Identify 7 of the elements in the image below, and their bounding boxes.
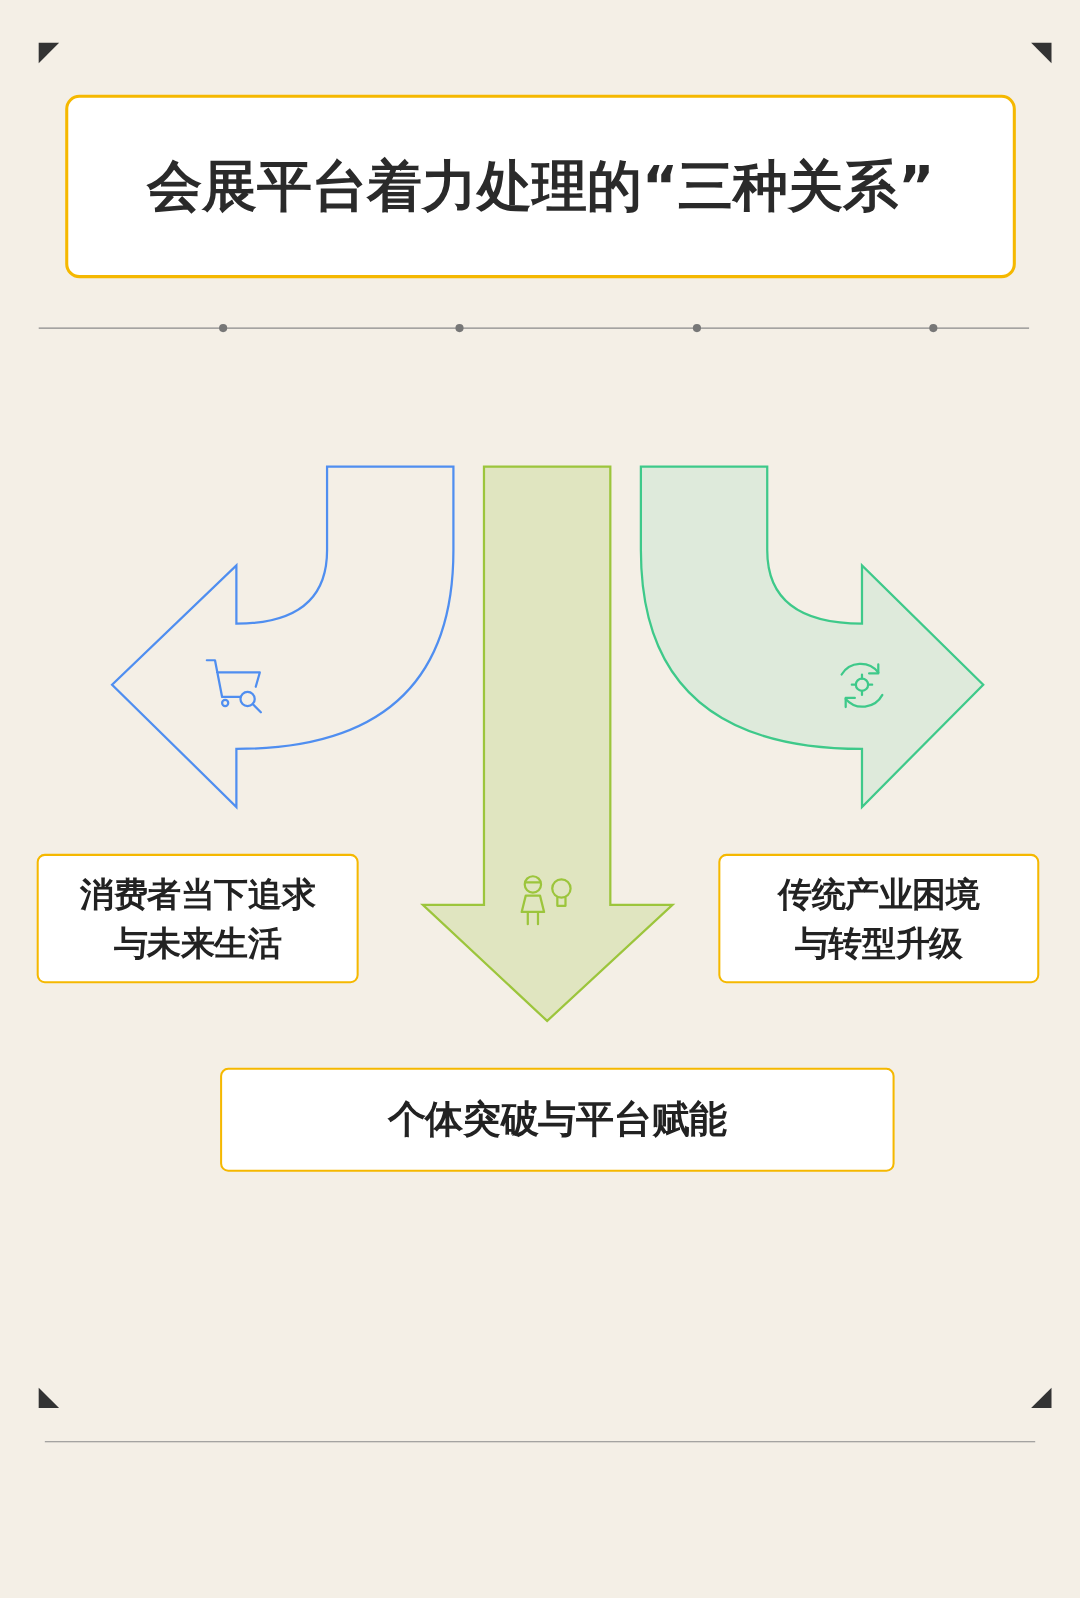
title-heading: 会展平台着力处理的“三种关系” (65, 94, 1016, 279)
text-box: 传统产业困境与转型升级 (718, 853, 1040, 984)
text-box: 消费者当下追求与未来生活 (36, 853, 359, 984)
text-box: 个体突破与平台赋能 (220, 1067, 895, 1172)
block-arrow (420, 465, 676, 1023)
block-arrow (110, 465, 455, 809)
block-arrow (639, 465, 985, 809)
